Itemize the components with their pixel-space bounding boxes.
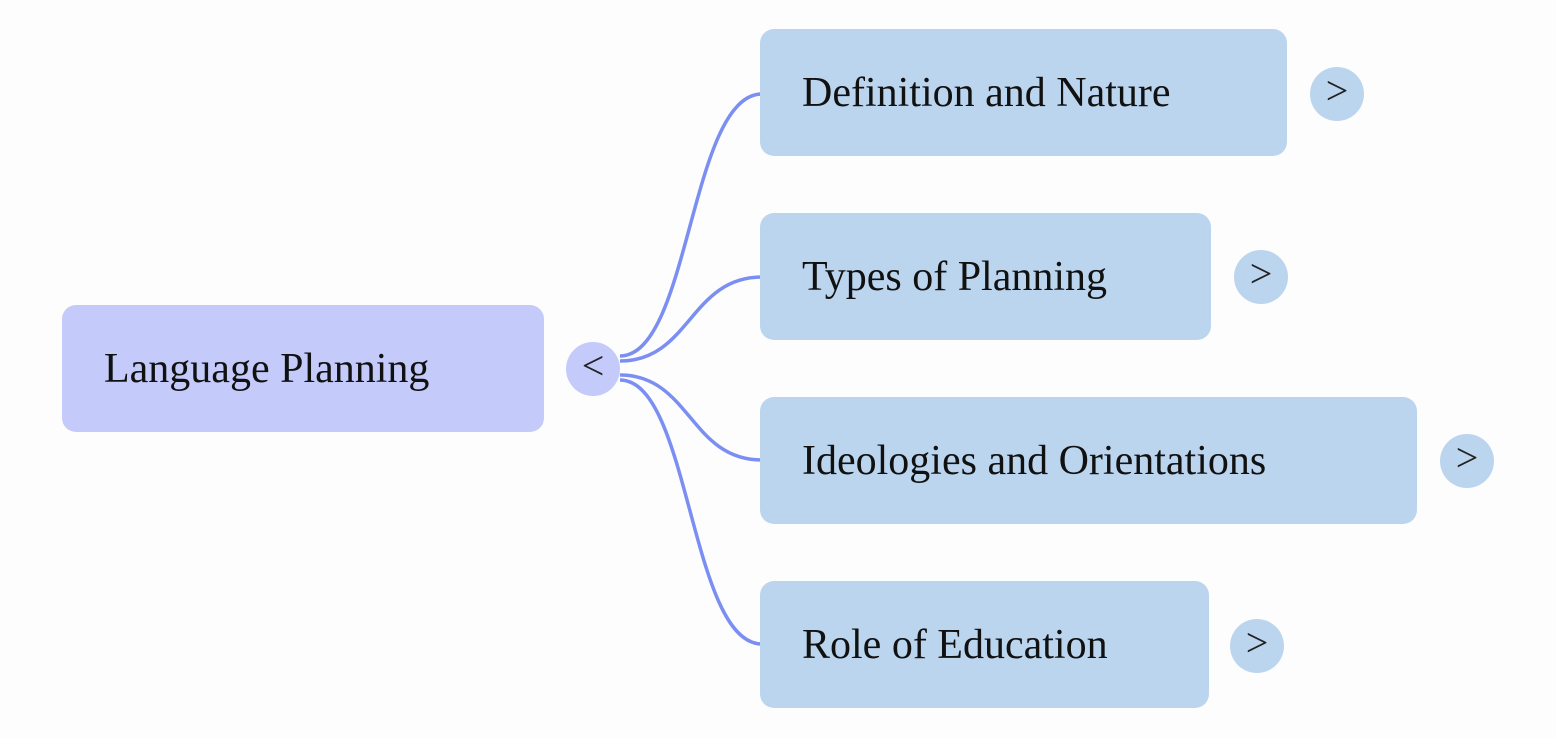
chevron-left-icon: < bbox=[581, 343, 605, 388]
connector-ideologies-and-orientations bbox=[619, 373, 763, 462]
node-ideologies-and-orientations[interactable]: Ideologies and Orientations bbox=[760, 397, 1417, 524]
expand-toggle-button[interactable]: > bbox=[1230, 619, 1284, 673]
connector-role-of-education bbox=[619, 378, 763, 646]
root-node-label: Language Planning bbox=[104, 345, 430, 392]
node-label: Role of Education bbox=[802, 621, 1108, 668]
chevron-right-icon: > bbox=[1455, 435, 1479, 480]
expand-toggle-button[interactable]: > bbox=[1234, 250, 1288, 304]
node-role-of-education[interactable]: Role of Education bbox=[760, 581, 1209, 708]
chevron-right-icon: > bbox=[1249, 251, 1273, 296]
collapse-toggle-button[interactable]: < bbox=[566, 342, 620, 396]
connector-definition-and-nature bbox=[619, 92, 763, 358]
connector-types-of-planning bbox=[619, 275, 763, 363]
node-types-of-planning[interactable]: Types of Planning bbox=[760, 213, 1211, 340]
node-label: Definition and Nature bbox=[802, 69, 1171, 116]
node-label: Types of Planning bbox=[802, 253, 1108, 300]
expand-toggle-button[interactable]: > bbox=[1310, 67, 1364, 121]
node-label: Ideologies and Orientations bbox=[802, 437, 1267, 484]
expand-toggle-button[interactable]: > bbox=[1440, 434, 1494, 488]
chevron-right-icon: > bbox=[1245, 620, 1269, 665]
node-definition-and-nature[interactable]: Definition and Nature bbox=[760, 29, 1287, 156]
root-node[interactable]: Language Planning bbox=[62, 305, 544, 432]
chevron-right-icon: > bbox=[1325, 68, 1349, 113]
